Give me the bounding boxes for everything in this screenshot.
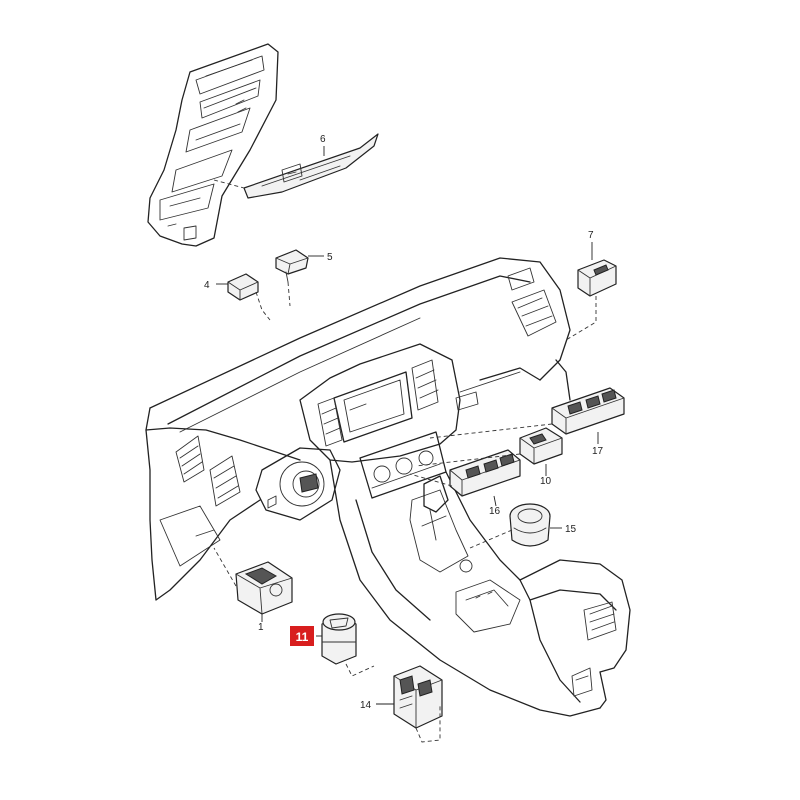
part-6-trim-strip xyxy=(213,133,379,199)
part-11-socket xyxy=(321,613,357,665)
installation-lines xyxy=(213,281,597,743)
part-4-clip xyxy=(227,273,259,301)
callout-17: 17 xyxy=(592,446,604,457)
part-16-switch-panel xyxy=(449,449,521,497)
part-7-switch xyxy=(577,259,617,297)
callout-6: 6 xyxy=(320,134,326,145)
part-15-knob xyxy=(509,503,551,547)
callout-11-badge: 11 xyxy=(290,626,314,646)
callout-1: 1 xyxy=(258,622,264,633)
part-14-switch-block xyxy=(393,665,443,729)
dashboard xyxy=(145,257,571,601)
part-5-clip xyxy=(275,249,309,283)
callout-5: 5 xyxy=(327,252,333,263)
callout-16: 16 xyxy=(489,506,501,517)
callout-14: 14 xyxy=(360,700,372,711)
callout-11: 11 xyxy=(296,630,309,644)
center-console xyxy=(329,459,631,717)
callout-11-badge-bg xyxy=(290,626,314,646)
callout-7: 7 xyxy=(588,230,594,241)
callout-labels: 6 4 5 7 17 10 16 15 1 14 11 xyxy=(204,134,604,711)
leader-lines xyxy=(216,146,599,705)
part-17-switch-panel xyxy=(551,387,625,435)
part-10-switch xyxy=(519,427,563,465)
part-1-light-switch xyxy=(235,561,293,615)
callout-4: 4 xyxy=(204,280,210,291)
callout-15: 15 xyxy=(565,524,577,535)
callout-10: 10 xyxy=(540,476,552,487)
roof-console xyxy=(147,43,279,247)
